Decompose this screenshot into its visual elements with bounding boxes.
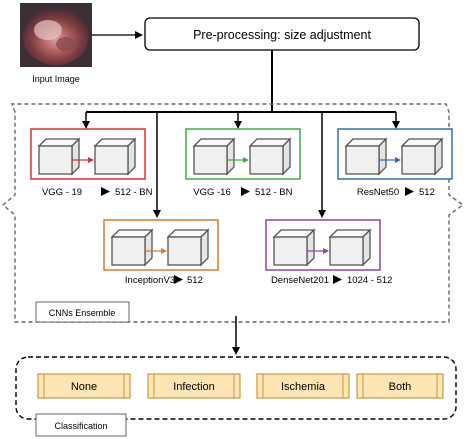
svg-text:512: 512 — [187, 275, 203, 286]
triangle-icon — [405, 187, 414, 196]
model-label-vgg19: VGG - 19 512 - BN — [42, 187, 153, 198]
model-box-densenet201 — [265, 219, 381, 271]
ensemble-label-box — [35, 301, 130, 323]
preprocessing-box — [144, 17, 420, 51]
svg-text:VGG - 19: VGG - 19 — [42, 187, 82, 198]
svg-text:VGG -16: VGG -16 — [193, 187, 231, 198]
ensemble-label: CNNs Ensemble — [49, 308, 116, 318]
distribution-lines — [82, 111, 400, 218]
svg-text:512 - BN: 512 - BN — [115, 187, 153, 198]
triangle-icon — [333, 275, 342, 284]
class-label: None — [71, 381, 97, 393]
classification-frame — [15, 356, 457, 420]
model-box-resnet50 — [337, 128, 453, 180]
svg-text:512: 512 — [419, 187, 435, 198]
class-box-ischemia: Ischemia — [256, 373, 350, 399]
class-label: Infection — [173, 381, 215, 393]
input-image — [20, 3, 92, 67]
model-box-vgg19 — [30, 128, 146, 180]
input-image-caption: Input Image — [32, 74, 80, 84]
svg-text:DenseNet201: DenseNet201 — [271, 275, 329, 286]
class-box-both: Both — [356, 373, 444, 399]
preprocessing-label: Pre-processing: size adjustment — [193, 28, 371, 42]
model-label-resnet50: ResNet50 512 — [357, 187, 435, 198]
model-box-inceptionv3 — [103, 219, 219, 271]
classification-label: Classification — [54, 421, 107, 431]
ensemble-frame — [1, 103, 465, 323]
svg-text:1024 - 512: 1024 - 512 — [347, 275, 392, 286]
class-label: Ischemia — [281, 381, 326, 393]
triangle-icon — [174, 275, 183, 284]
triangle-icon — [241, 187, 250, 196]
svg-text:ResNet50: ResNet50 — [357, 187, 399, 198]
classification-label-box — [35, 413, 127, 437]
svg-text:512 - BN: 512 - BN — [255, 187, 293, 198]
model-label-densenet201: DenseNet201 1024 - 512 — [271, 275, 392, 286]
triangle-icon — [101, 187, 110, 196]
class-label: Both — [389, 381, 412, 393]
svg-text:InceptionV3: InceptionV3 — [125, 275, 175, 286]
class-box-infection: Infection — [147, 373, 241, 399]
class-box-none: None — [37, 373, 131, 399]
model-label-inceptionv3: InceptionV3 512 — [125, 275, 203, 286]
model-label-vgg16: VGG -16 512 - BN — [193, 187, 293, 198]
model-box-vgg16 — [185, 128, 301, 180]
